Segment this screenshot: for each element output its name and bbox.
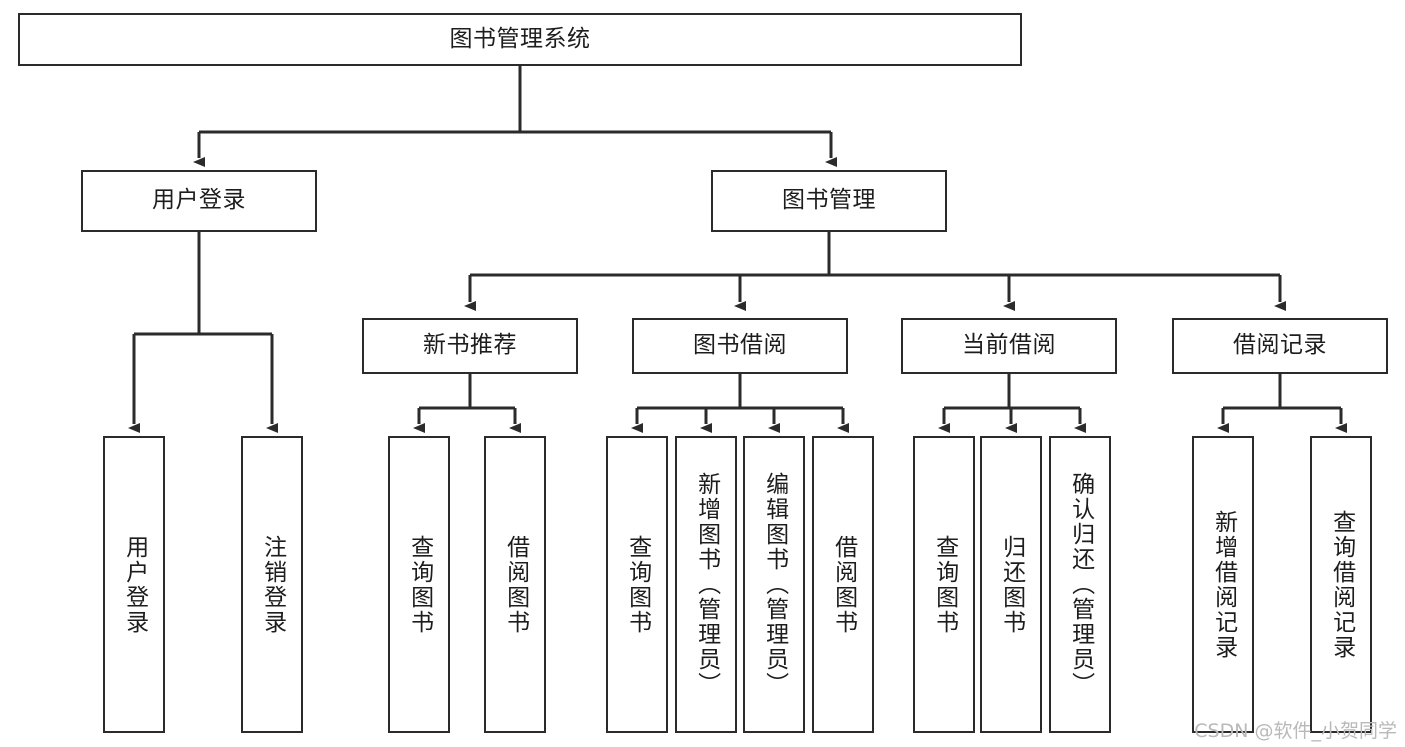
- node-book-borrow-label: 图书借阅: [693, 332, 787, 359]
- leaf-label: 查询借阅记录: [1328, 509, 1355, 660]
- leaf-label: 借阅图书: [830, 534, 857, 635]
- leaf-label: 借阅图书: [502, 534, 529, 635]
- leaf-current-borrow-return[interactable]: 归还图书: [980, 436, 1042, 733]
- leaf-label: 新增借阅记录: [1210, 509, 1237, 660]
- node-borrow-record-label: 借阅记录: [1233, 332, 1327, 359]
- leaf-borrow-record-query[interactable]: 查询借阅记录: [1310, 436, 1372, 733]
- node-new-book-recommend[interactable]: 新书推荐: [362, 318, 578, 374]
- leaf-borrow-record-add[interactable]: 新增借阅记录: [1192, 436, 1254, 733]
- leaf-new-book-query[interactable]: 查询图书: [388, 436, 450, 733]
- node-current-borrow-label: 当前借阅: [962, 332, 1056, 359]
- leaf-current-borrow-confirm-return[interactable]: 确认归还（管理员）: [1049, 436, 1111, 733]
- node-book-management-label: 图书管理: [782, 187, 876, 214]
- leaf-label: 查询图书: [406, 534, 433, 635]
- leaf-book-borrow-edit[interactable]: 编辑图书（管理员）: [743, 436, 805, 733]
- leaf-label: 查询图书: [624, 534, 651, 635]
- node-user-login-label: 用户登录: [152, 187, 246, 214]
- node-user-login[interactable]: 用户登录: [81, 170, 317, 232]
- node-current-borrow[interactable]: 当前借阅: [901, 318, 1117, 374]
- leaf-label: 用户登录: [121, 534, 148, 635]
- node-new-book-recommend-label: 新书推荐: [423, 332, 517, 359]
- node-root[interactable]: 图书管理系统: [18, 13, 1022, 66]
- watermark: CSDN @软件_小贺同学: [1194, 720, 1397, 742]
- leaf-user-login-logout[interactable]: 注销登录: [241, 436, 303, 733]
- leaf-label: 归还图书: [998, 534, 1025, 635]
- node-borrow-record[interactable]: 借阅记录: [1172, 318, 1388, 374]
- leaf-label: 编辑图书（管理员）: [761, 472, 788, 697]
- leaf-new-book-borrow[interactable]: 借阅图书: [484, 436, 546, 733]
- node-book-management[interactable]: 图书管理: [711, 170, 947, 232]
- leaf-label: 注销登录: [259, 534, 286, 635]
- leaf-label: 新增图书（管理员）: [693, 472, 720, 697]
- leaf-book-borrow-query[interactable]: 查询图书: [606, 436, 668, 733]
- leaf-current-borrow-query[interactable]: 查询图书: [913, 436, 975, 733]
- leaf-label: 查询图书: [931, 534, 958, 635]
- leaf-book-borrow-borrow[interactable]: 借阅图书: [812, 436, 874, 733]
- leaf-user-login-login[interactable]: 用户登录: [103, 436, 165, 733]
- node-root-label: 图书管理系统: [449, 25, 591, 52]
- leaf-book-borrow-add[interactable]: 新增图书（管理员）: [675, 436, 737, 733]
- node-book-borrow[interactable]: 图书借阅: [632, 318, 848, 374]
- leaf-label: 确认归还（管理员）: [1067, 472, 1094, 697]
